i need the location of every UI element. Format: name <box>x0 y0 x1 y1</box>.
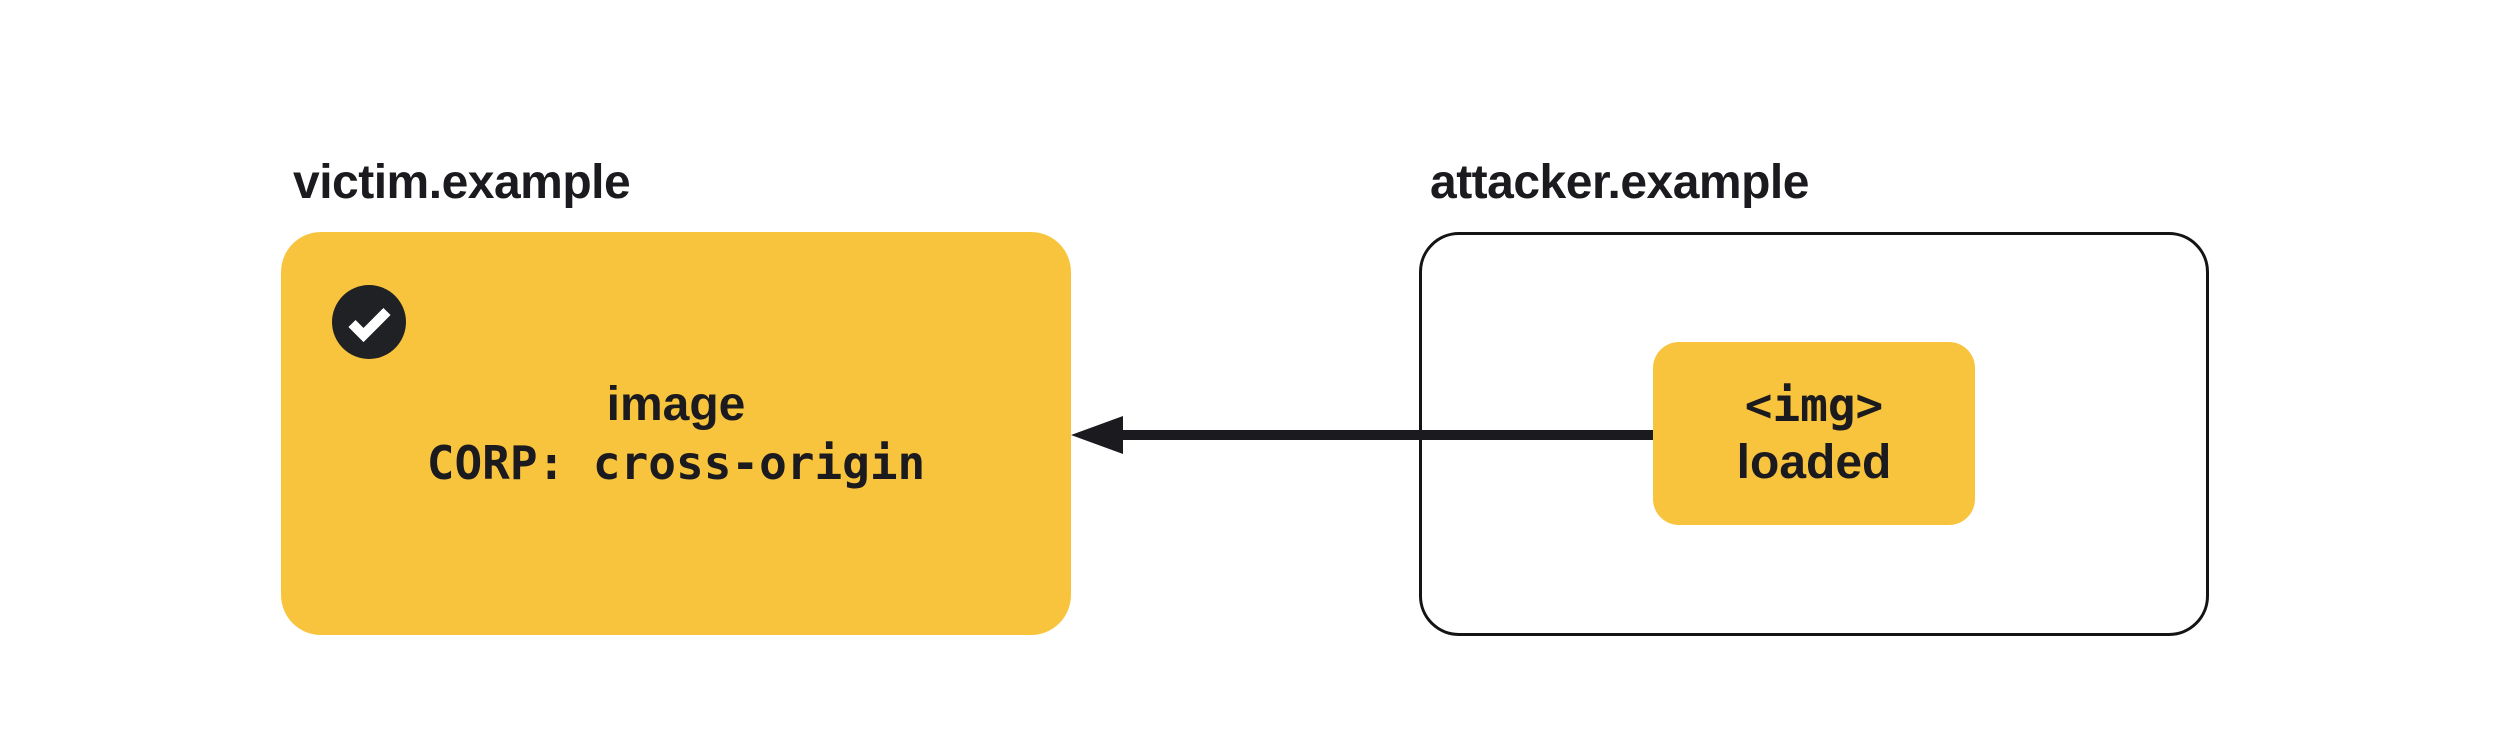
attacker-origin-label: attacker.example <box>1430 156 1809 209</box>
img-loaded-box: <img> loaded <box>1653 342 1975 525</box>
loaded-status-label: loaded <box>1736 435 1892 489</box>
victim-origin-label: victim.example <box>293 156 631 209</box>
victim-resource-text: image CORP: cross-origin <box>281 232 1071 635</box>
corp-header-label: CORP: cross-origin <box>426 435 926 490</box>
check-circle-icon <box>332 285 406 359</box>
victim-origin-box: image CORP: cross-origin <box>281 232 1071 635</box>
arrow-head-icon <box>1071 416 1123 454</box>
img-tag-label: <img> <box>1744 377 1884 432</box>
arrow-line <box>1119 430 1653 440</box>
resource-type-label: image <box>606 377 746 431</box>
